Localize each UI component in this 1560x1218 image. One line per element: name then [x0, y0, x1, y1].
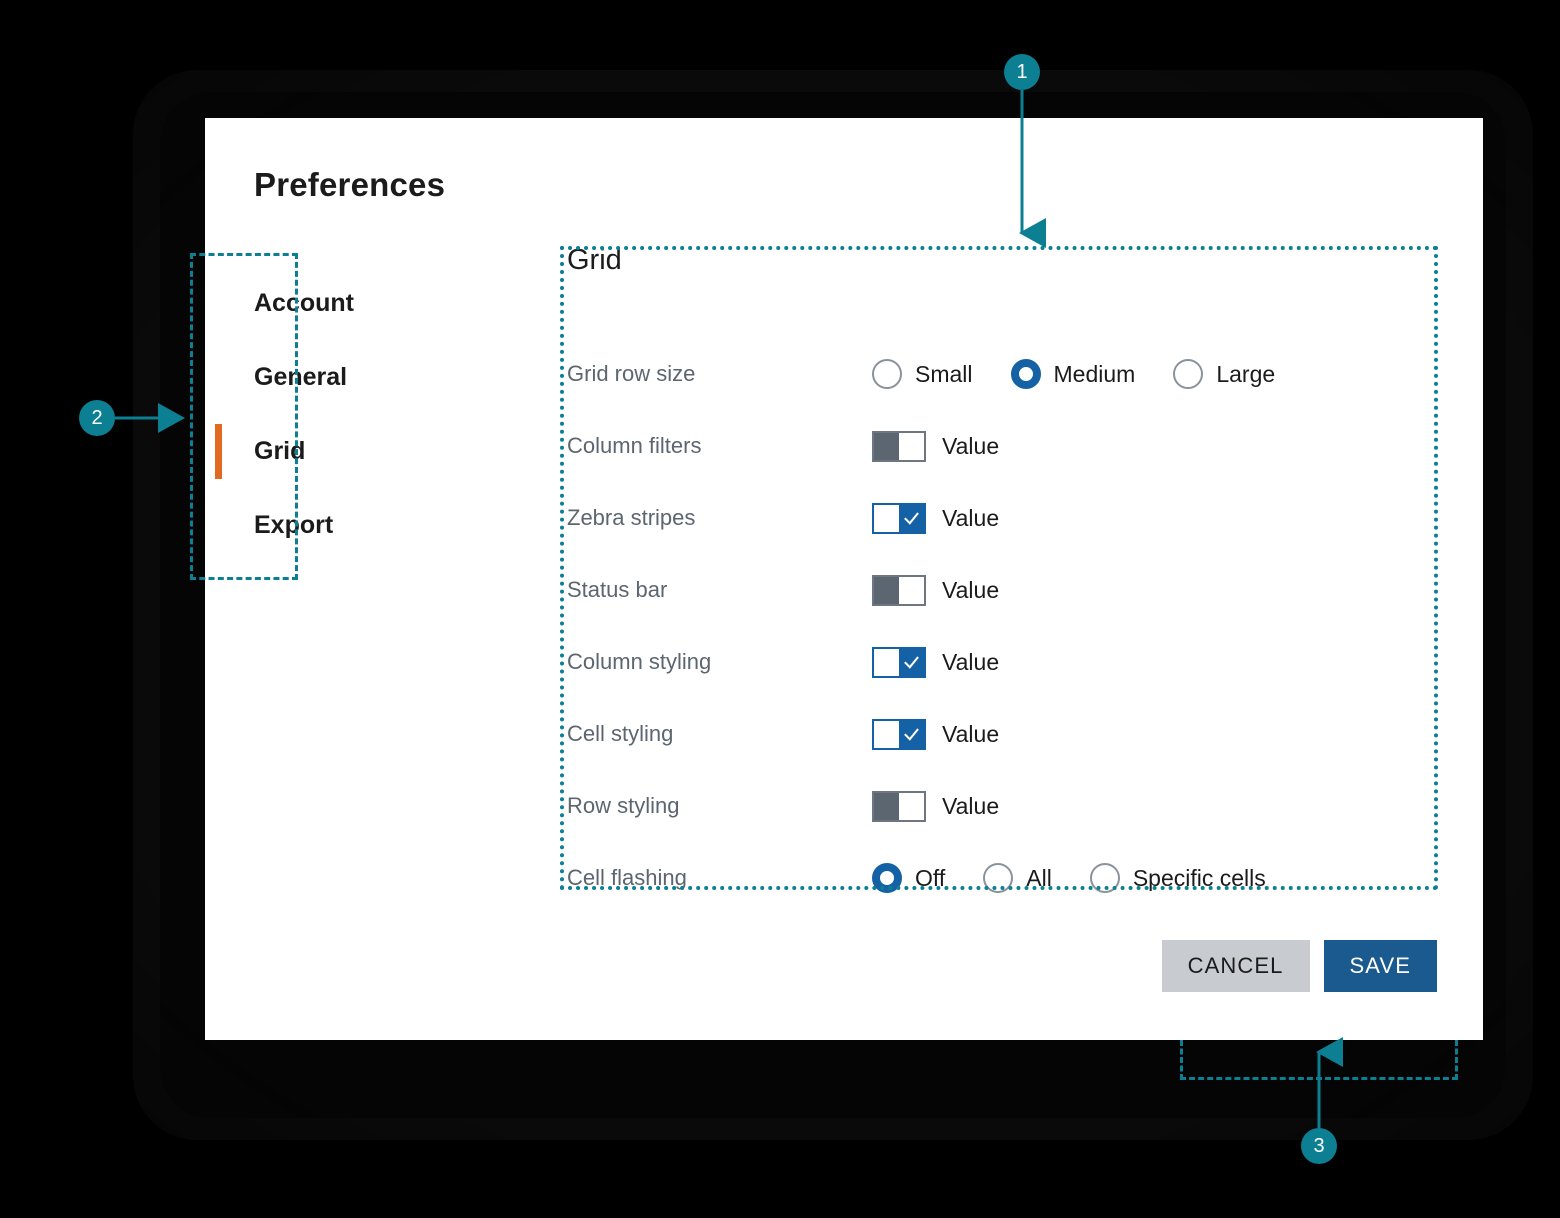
radio-label: Off [915, 864, 946, 891]
setting-row-zebra-stripes: Zebra stripes Value [567, 482, 1437, 554]
sidebar-nav: Account General Grid Export [215, 266, 554, 562]
toggle-value-label: Value [942, 720, 1000, 747]
toggle-value-label: Value [942, 648, 1000, 675]
sidebar-item-label: Export [254, 510, 334, 539]
setting-label: Status bar [567, 577, 668, 602]
radio-label: Large [1216, 360, 1276, 387]
toggle-knob-icon [874, 792, 899, 820]
radio-icon-selected [1010, 359, 1041, 389]
grid-settings-panel: Grid Grid row size Small Medium Large [562, 244, 1437, 894]
setting-label: Grid row size [567, 361, 696, 386]
radio-label: Small [915, 360, 973, 387]
setting-label: Cell styling [567, 721, 674, 746]
toggle-row-styling[interactable] [872, 790, 926, 822]
checkmark-icon [904, 727, 919, 741]
radio-icon-selected [872, 863, 902, 893]
callout-badge-2: 2 [79, 400, 115, 436]
toggle-column-filters[interactable] [872, 430, 926, 462]
radio-option-off[interactable]: Off [872, 863, 945, 893]
callout-badge-3: 3 [1301, 1128, 1337, 1164]
panel-heading: Grid [567, 244, 622, 276]
toggle-knob-icon [899, 648, 924, 676]
radio-icon [983, 863, 1014, 893]
toggle-status-bar[interactable] [872, 574, 926, 606]
radio-option-medium[interactable]: Medium [1010, 359, 1136, 389]
sidebar-item-label: Grid [254, 436, 306, 465]
cell-flashing-radio-group: Off All Specific cells [872, 863, 1266, 893]
radio-option-all[interactable]: All [983, 863, 1052, 893]
sidebar-item-label: General [254, 362, 348, 391]
setting-row-status-bar: Status bar Value [567, 554, 1437, 626]
checkmark-icon [904, 511, 919, 525]
radio-label: Specific cells [1132, 864, 1266, 891]
cancel-button[interactable]: CANCEL [1161, 940, 1310, 992]
radio-icon [1173, 359, 1204, 389]
radio-option-specific-cells[interactable]: Specific cells [1089, 863, 1266, 893]
sidebar-item-account[interactable]: Account [254, 266, 554, 340]
sidebar-item-label: Account [254, 288, 354, 317]
toggle-knob-icon [899, 504, 924, 532]
checkmark-icon [904, 655, 919, 669]
setting-row-grid-row-size: Grid row size Small Medium Large [567, 338, 1437, 410]
setting-label: Cell flashing [567, 865, 687, 890]
setting-label: Row styling [567, 793, 680, 818]
grid-row-size-radio-group: Small Medium Large [872, 359, 1275, 389]
setting-row-cell-styling: Cell styling Value [567, 698, 1437, 770]
radio-label: All [1026, 864, 1052, 891]
save-button[interactable]: SAVE [1323, 940, 1437, 992]
page-title: Preferences [254, 166, 446, 203]
toggle-knob-icon [874, 576, 899, 604]
radio-icon [872, 359, 902, 389]
radio-label: Medium [1053, 360, 1136, 387]
toggle-value-label: Value [942, 432, 1000, 459]
sidebar-item-grid[interactable]: Grid [215, 414, 554, 488]
radio-option-large[interactable]: Large [1173, 359, 1275, 389]
setting-label: Zebra stripes [567, 505, 696, 530]
setting-row-cell-flashing: Cell flashing Off All Specific cells [567, 842, 1437, 914]
radio-icon [1089, 863, 1120, 893]
toggle-knob-icon [874, 432, 899, 460]
setting-row-row-styling: Row styling Value [567, 770, 1437, 842]
sidebar-item-export[interactable]: Export [254, 488, 554, 562]
setting-label: Column filters [567, 433, 702, 458]
toggle-column-styling[interactable] [872, 646, 926, 678]
toggle-value-label: Value [942, 504, 1000, 531]
preferences-dialog: Preferences Account General Grid Export … [205, 118, 1483, 1040]
dialog-footer: CANCEL SAVE [1161, 940, 1437, 992]
toggle-value-label: Value [942, 792, 1000, 819]
setting-row-column-styling: Column styling Value [567, 626, 1437, 698]
toggle-value-label: Value [942, 576, 1000, 603]
setting-label: Column styling [567, 649, 712, 674]
radio-option-small[interactable]: Small [872, 359, 973, 389]
toggle-cell-styling[interactable] [872, 718, 926, 750]
sidebar-item-general[interactable]: General [254, 340, 554, 414]
toggle-knob-icon [899, 720, 924, 748]
toggle-zebra-stripes[interactable] [872, 502, 926, 534]
setting-row-column-filters: Column filters Value [567, 410, 1437, 482]
callout-badge-1: 1 [1004, 54, 1040, 90]
